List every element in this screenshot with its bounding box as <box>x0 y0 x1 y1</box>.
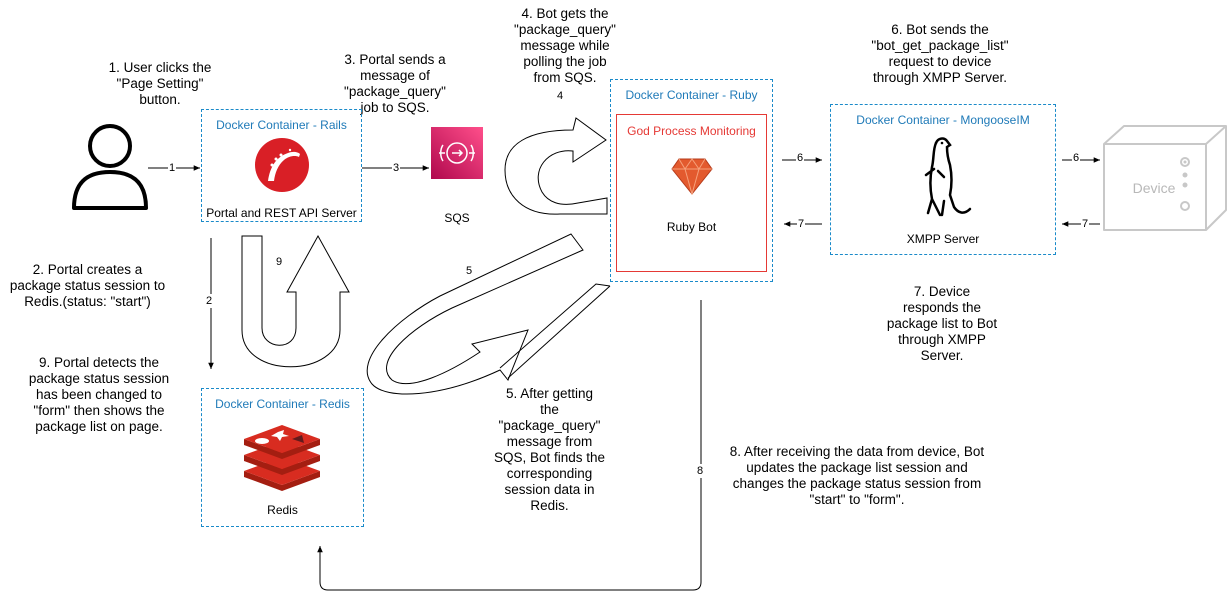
mongoose-container: Docker Container - MongooseIM XMPP Serve… <box>830 104 1056 255</box>
edge-4-arrow <box>504 117 608 215</box>
ruby-container: Docker Container - Ruby God Process Moni… <box>610 79 773 282</box>
ruby-container-title: Docker Container - Ruby <box>625 88 758 102</box>
redis-container-title: Docker Container - Redis <box>215 397 350 411</box>
edge-8 <box>317 300 702 591</box>
rails-container: Docker Container - Rails Portal and REST… <box>201 109 362 222</box>
god-process-title: God Process Monitoring <box>627 124 756 138</box>
sqs-icon <box>431 127 483 179</box>
edge-label-2: 2 <box>205 294 214 308</box>
edge-label-1: 1 <box>168 162 177 174</box>
edge-label-5: 5 <box>466 265 473 277</box>
god-process-box: God Process Monitoring Ruby Bot <box>616 114 767 272</box>
step4-note: 4. Bot gets the"package_query"message wh… <box>514 6 616 85</box>
step8-note: 8. After receiving the data from device,… <box>729 444 985 507</box>
edge-label-6b: 6 <box>1072 152 1081 164</box>
redis-caption: Redis <box>267 503 298 517</box>
edge-label-9: 9 <box>276 256 283 268</box>
xmpp-caption: XMPP Server <box>906 232 980 246</box>
ruby-gem-icon <box>671 158 713 195</box>
redis-container: Docker Container - Redis Redis <box>201 388 364 527</box>
sqs-label: SQS <box>444 211 470 225</box>
step1-note: 1. User clicks the"Page Setting"button. <box>108 60 212 107</box>
edge-label-8: 8 <box>696 464 705 478</box>
edge-label-6a: 6 <box>796 152 805 164</box>
edge-label-4: 4 <box>557 90 564 102</box>
rails-container-title: Docker Container - Rails <box>216 118 347 132</box>
edge-5-arrow <box>366 233 584 395</box>
mongoose-container-title: Docker Container - MongooseIM <box>856 113 1030 127</box>
step6-note: 6. Bot sends the"bot_get_package_list"re… <box>871 22 1009 85</box>
device-icon <box>1103 125 1227 231</box>
edge-label-7a: 7 <box>797 218 806 230</box>
rails-caption: Portal and REST API Server <box>206 206 357 220</box>
user-icon <box>72 124 148 210</box>
redis-logo-icon <box>244 425 320 491</box>
meerkat-icon <box>924 137 972 217</box>
edge-label-3: 3 <box>392 162 401 174</box>
ruby-bot-caption: Ruby Bot <box>666 220 717 234</box>
device-label: Device <box>1132 180 1176 196</box>
edge-label-7b: 7 <box>1081 218 1090 230</box>
rails-logo-icon <box>255 138 309 192</box>
edge-9-arrow <box>241 234 350 368</box>
